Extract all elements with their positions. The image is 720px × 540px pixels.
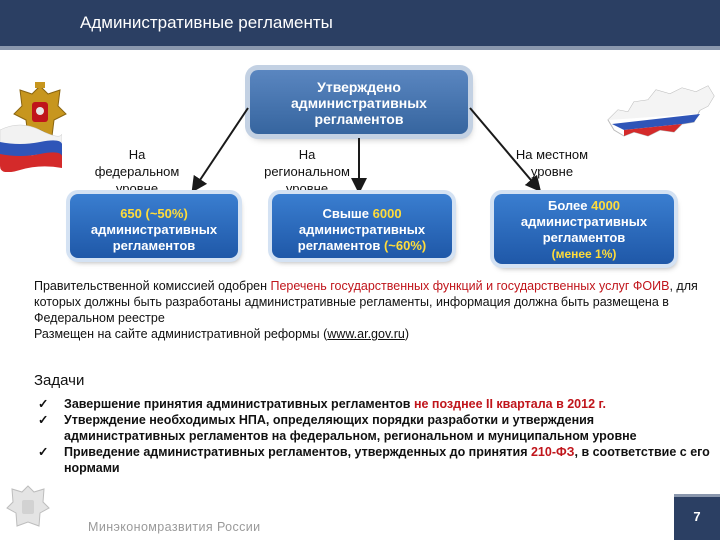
task-item: ✓ Завершение принятия административных р… (38, 396, 714, 412)
russian-flag-icon (0, 124, 62, 172)
local-count-share: (менее 1%) (551, 247, 617, 261)
task-text: Завершение принятия административных рег… (64, 397, 414, 411)
summary-paragraph: Правительственной комиссией одобрен Пере… (34, 278, 706, 342)
local-count-box: Более 4000 административных регламентов … (494, 194, 674, 264)
local-count-line2: административных (520, 214, 648, 229)
page-title: Административные регламенты (80, 13, 333, 32)
task-text: Приведение административных регламентов,… (64, 445, 531, 459)
summary-line2-prefix: Размещен на сайте административной рефор… (34, 327, 328, 341)
regional-count-value: 6000 (372, 206, 402, 221)
check-icon: ✓ (38, 397, 49, 411)
regional-count-prefix: Свыше (322, 206, 369, 221)
federal-count-value: 650 (~50%) (120, 206, 188, 221)
approved-line1: Утверждено (317, 79, 401, 95)
federal-count-line2: административных (90, 222, 218, 237)
summary-part2: , для которых должны быть разработаны ад… (34, 279, 698, 325)
local-count-prefix: Более (547, 198, 588, 213)
federal-count-line3: регламентов (112, 238, 196, 253)
header-stripe (0, 46, 720, 50)
tasks-list: ✓ Завершение принятия административных р… (38, 396, 714, 476)
regional-count-share: (~60%) (383, 238, 427, 253)
federal-count-box: 650 (~50%) административных регламентов (70, 194, 238, 258)
summary-part1: Правительственной комиссией одобрен (34, 279, 271, 293)
regional-level-label: На региональном уровне (264, 147, 350, 196)
summary-highlight: Перечень государственных функций и госуд… (270, 279, 670, 293)
regional-count-line2: административных (298, 222, 426, 237)
task-item: ✓ Приведение административных регламенто… (38, 444, 714, 476)
approved-line2: административных (291, 95, 427, 111)
local-count-value: 4000 (591, 198, 621, 213)
local-count-line3: регламентов (542, 230, 626, 245)
task-item: ✓ Утверждение необходимых НПА, определяю… (38, 412, 714, 444)
regional-count-line3: регламентов (297, 238, 381, 253)
approved-regulations-box: Утверждено административных регламентов (250, 70, 468, 134)
russia-map-icon (607, 85, 715, 137)
page-number: 7 (674, 494, 720, 540)
task-tail: , в соответствие с его нормами (64, 445, 710, 475)
regional-count-box: Свыше 6000 административных регламентов … (272, 194, 452, 258)
reform-site-link[interactable]: www.ar.gov.ru (327, 327, 405, 341)
ministry-emblem-icon (6, 485, 50, 527)
check-icon: ✓ (38, 445, 49, 459)
tasks-title: Задачи (34, 372, 85, 389)
task-red-text: не позднее II квартала в 2012 г. (413, 397, 606, 411)
approved-line3: регламентов (314, 111, 404, 127)
header-bar: Административные регламенты (0, 0, 720, 46)
summary-line2-suffix: ) (404, 327, 410, 341)
arrow-to-federal (191, 107, 249, 193)
task-text: Утверждение необходимых НПА, определяющи… (64, 413, 637, 443)
ministry-name: Минэкономразвития России (88, 520, 261, 534)
local-level-label: На местном уровне (515, 147, 589, 179)
check-icon: ✓ (38, 413, 49, 427)
federal-level-label: На федеральном уровне (94, 147, 180, 196)
task-red-text: 210-ФЗ (530, 445, 575, 459)
